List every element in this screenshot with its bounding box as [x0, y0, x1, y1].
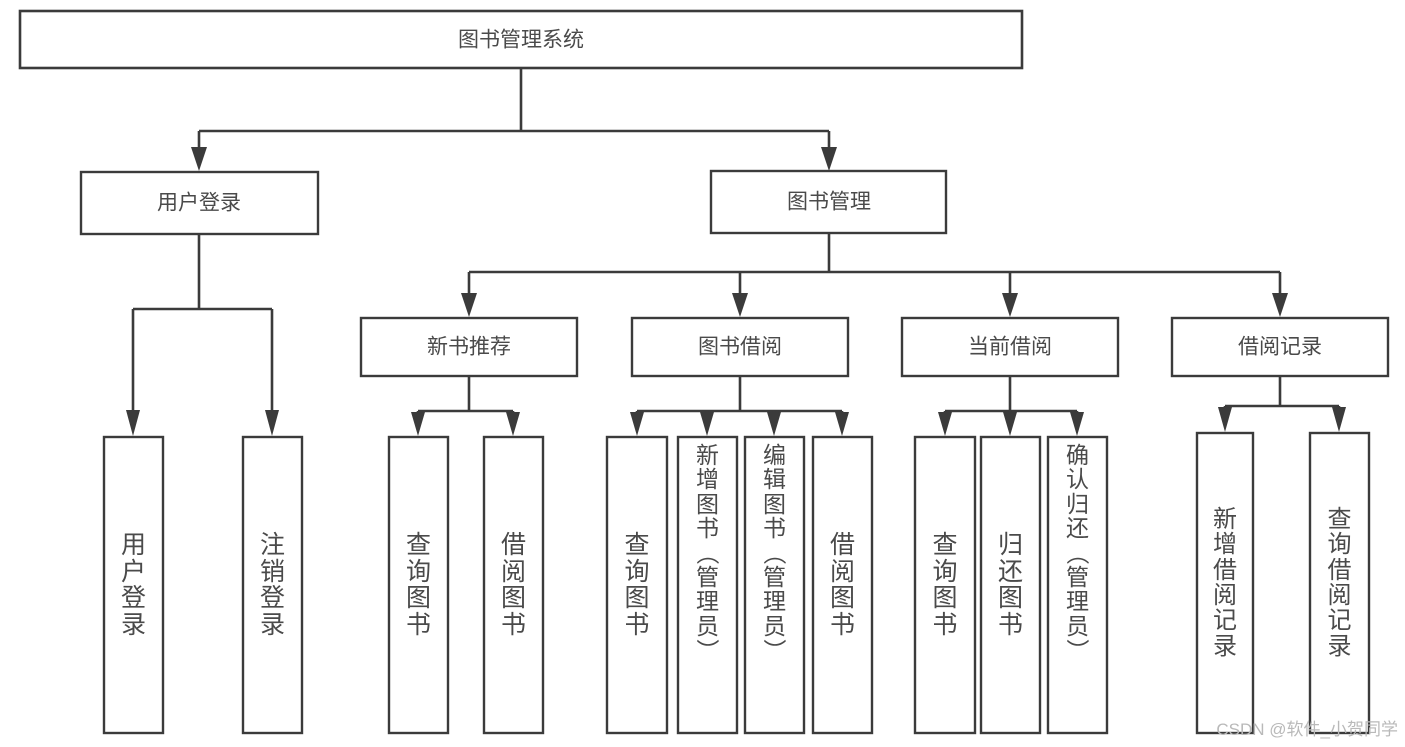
arrow-head-current-borrow: [1002, 293, 1018, 317]
arrow-head-leaf-borrow-book-1: [506, 412, 520, 436]
node-leaf-add-book[interactable]: [676, 435, 739, 735]
node-leaf-query-book-2-box[interactable]: [605, 435, 669, 735]
node-leaf-edit-book[interactable]: [743, 435, 806, 735]
node-user-login[interactable]: 用户登录: [79, 170, 320, 236]
node-root-label: 图书管理系统: [458, 29, 584, 52]
csdn-watermark: CSDN @软件_小贺同学: [1216, 720, 1398, 739]
node-new-book-recommend-label: 新书推荐: [427, 336, 511, 359]
arrow-head-leaf-logout-login: [265, 410, 279, 436]
node-borrow-record-label: 借阅记录: [1238, 336, 1322, 359]
node-book-borrow[interactable]: 图书借阅: [630, 316, 850, 378]
node-user-login-box[interactable]: [79, 170, 320, 236]
node-root-box[interactable]: [18, 9, 1024, 70]
leaf-nodes-layer: [102, 431, 1371, 735]
arrow-head-leaf-return-book: [1003, 412, 1017, 436]
node-current-borrow[interactable]: 当前借阅: [900, 316, 1120, 378]
node-new-book-recommend[interactable]: 新书推荐: [359, 316, 579, 378]
arrow-head-leaf-query-book-1: [411, 412, 425, 436]
node-borrow-record[interactable]: 借阅记录: [1170, 316, 1390, 378]
node-leaf-borrow-book-2-box[interactable]: [811, 435, 874, 735]
node-new-book-recommend-box[interactable]: [359, 316, 579, 378]
node-leaf-query-book-3[interactable]: [913, 435, 977, 735]
node-leaf-query-book-1-box[interactable]: [387, 435, 450, 735]
node-book-management-box[interactable]: [709, 169, 948, 235]
node-leaf-query-record[interactable]: [1308, 431, 1371, 735]
node-leaf-logout-login-box[interactable]: [241, 435, 304, 735]
arrow-head-leaf-borrow-book-2: [835, 412, 849, 436]
connector-layer: [126, 68, 1346, 436]
node-current-borrow-box[interactable]: [900, 316, 1120, 378]
node-book-management[interactable]: 图书管理: [709, 169, 948, 235]
node-leaf-confirm-return-box[interactable]: [1046, 435, 1109, 735]
node-leaf-query-record-box[interactable]: [1308, 431, 1371, 735]
arrow-head-book-borrow: [732, 293, 748, 317]
node-book-borrow-box[interactable]: [630, 316, 850, 378]
node-leaf-query-book-2[interactable]: [605, 435, 669, 735]
node-leaf-edit-book-box[interactable]: [743, 435, 806, 735]
arrow-head-user-login: [191, 147, 207, 171]
arrow-head-leaf-query-record: [1332, 407, 1346, 432]
node-leaf-borrow-book-1-box[interactable]: [482, 435, 545, 735]
node-leaf-logout-login[interactable]: [241, 435, 304, 735]
arrow-head-new-book-recommend: [461, 293, 477, 317]
arrow-head-leaf-edit-book: [767, 412, 781, 436]
arrow-head-leaf-query-book-2: [630, 412, 644, 436]
node-leaf-borrow-book-1[interactable]: [482, 435, 545, 735]
node-borrow-record-box[interactable]: [1170, 316, 1390, 378]
node-leaf-return-book-box[interactable]: [979, 435, 1042, 735]
node-user-login-label: 用户登录: [157, 192, 241, 215]
node-leaf-user-login-box[interactable]: [102, 435, 165, 735]
node-leaf-user-login[interactable]: [102, 435, 165, 735]
node-leaf-add-record[interactable]: [1195, 431, 1255, 735]
arrow-head-leaf-query-book-3: [938, 412, 952, 436]
node-root[interactable]: 图书管理系统: [18, 9, 1024, 70]
node-leaf-add-book-box[interactable]: [676, 435, 739, 735]
arrow-head-leaf-add-book: [700, 412, 714, 436]
arrow-head-borrow-record: [1272, 293, 1288, 317]
arrow-head-leaf-add-record: [1218, 407, 1232, 432]
node-book-management-label: 图书管理: [787, 191, 871, 214]
node-leaf-return-book[interactable]: [979, 435, 1042, 735]
node-current-borrow-label: 当前借阅: [968, 336, 1052, 359]
arrow-head-leaf-confirm-return: [1070, 412, 1084, 436]
node-leaf-confirm-return[interactable]: [1046, 435, 1109, 735]
arrow-head-book-mgmt: [821, 147, 837, 171]
node-leaf-borrow-book-2[interactable]: [811, 435, 874, 735]
node-book-borrow-label: 图书借阅: [698, 336, 782, 359]
node-leaf-query-book-1[interactable]: [387, 435, 450, 735]
arrow-head-leaf-user-login: [126, 410, 140, 436]
node-leaf-add-record-box[interactable]: [1195, 431, 1255, 735]
node-leaf-query-book-3-box[interactable]: [913, 435, 977, 735]
